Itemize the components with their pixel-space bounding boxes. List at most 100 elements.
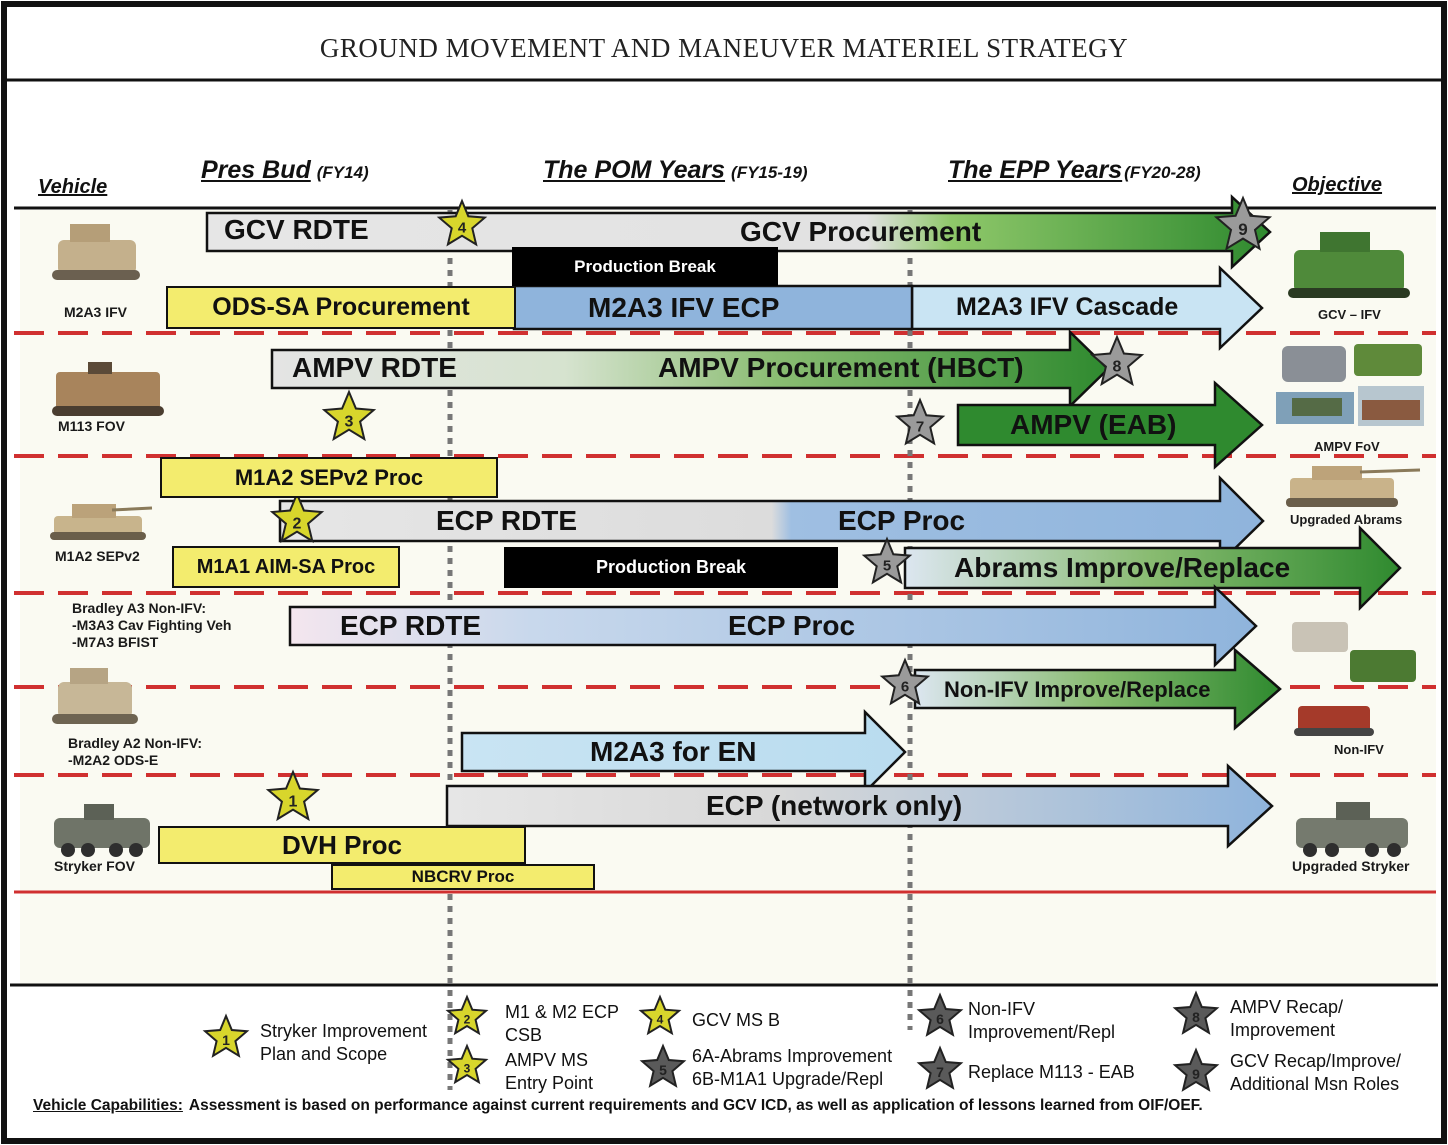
legend-s9b: Additional Msn Roles	[1230, 1074, 1400, 1094]
milestone-star-2-shape	[269, 491, 325, 544]
milestone-star-1: 1	[265, 769, 321, 822]
legend-s1b: Plan and Scope	[260, 1044, 388, 1064]
legend-star-6: 6	[916, 992, 964, 1037]
legend-s6: Non-IFV	[968, 999, 1036, 1019]
vehicle-bradley-a2: Bradley A2 Non-IFV: -M2A2 ODS-E	[68, 735, 202, 769]
gcv-arrow	[205, 194, 1272, 270]
legend-s3b: Entry Point	[505, 1073, 594, 1093]
production-break-2: Production Break	[504, 547, 838, 588]
milestone-star-8-number: 8	[1113, 358, 1122, 375]
vehicle-header: Vehicle	[38, 176, 108, 198]
legend-ecp-csb: M1 & M2 ECP CSB	[505, 1001, 619, 1047]
ampv-eab-label: AMPV (EAB)	[1010, 409, 1177, 440]
ods-sa-procurement-bar: ODS-SA Procurement	[166, 286, 516, 329]
dvh-proc-bar: DVH Proc	[158, 826, 526, 864]
m2a3-tank-icon	[52, 224, 140, 280]
vehicle-capabilities-note: Vehicle Capabilities:Assessment is based…	[33, 1097, 1203, 1115]
legend-star-9-number: 9	[1192, 1066, 1200, 1082]
bradley-a3-line1: Bradley A3 Non-IFV:	[72, 600, 207, 616]
m113-tank-icon	[52, 362, 164, 416]
milestone-star-9: 9	[1213, 195, 1273, 251]
legend-star-8-shape	[1172, 990, 1220, 1035]
legend-star-3-shape	[445, 1043, 489, 1085]
m2a3-ecp-label: M2A3 IFV ECP	[588, 292, 780, 323]
nonifv-icons	[1292, 622, 1416, 736]
legend-star-2-number: 2	[464, 1012, 471, 1026]
m2a3-cascade-arrow	[910, 265, 1264, 351]
nonifv-arrow	[913, 647, 1282, 731]
milestone-star-3: 3	[321, 389, 377, 442]
vehicle-m2a3: M2A3 IFV	[64, 304, 128, 320]
production-break-1: Production Break	[512, 247, 778, 286]
legend-star-3-number: 3	[464, 1061, 471, 1075]
objective-nonifv: Non-IFV	[1334, 742, 1384, 757]
milestone-star-7-number: 7	[916, 419, 924, 436]
legend-gcv-recap: GCV Recap/Improve/Additional Msn Roles	[1230, 1050, 1401, 1096]
objective-ampv: AMPV FoV	[1314, 439, 1380, 454]
abrams-ecp-proc-label: ECP Proc	[838, 505, 966, 536]
milestone-star-9-shape	[1213, 195, 1273, 251]
milestone-star-2-number: 2	[293, 515, 302, 532]
legend-s1: Stryker Improvement	[260, 1021, 428, 1041]
ampv-proc-arrow	[270, 329, 1110, 409]
bradley-a2-line1: Bradley A2 Non-IFV:	[68, 735, 203, 751]
m2a3-en-label: M2A3 for EN	[590, 736, 757, 767]
m1a2-sepv2-proc-bar: M1A2 SEPv2 Proc	[160, 457, 498, 498]
vehicle-m1a2: M1A2 SEPv2	[55, 548, 140, 564]
legend-star-9: 9	[1172, 1047, 1220, 1092]
vehicle-silhouettes	[50, 224, 164, 857]
bradley-a3-ecp-arrow	[288, 584, 1258, 668]
milestone-star-7-shape	[894, 397, 946, 446]
pres-bud-fy: (FY14)	[316, 163, 369, 182]
legend-s8b: Improvement	[1230, 1020, 1336, 1040]
legend-s3: AMPV MS	[505, 1050, 589, 1070]
ampv-eab-arrow	[956, 380, 1264, 470]
pom-fy: (FY15-19)	[731, 163, 808, 182]
legend-star-2-shape	[445, 994, 489, 1036]
m1a1-aim-sa-proc-bar: M1A1 AIM-SA Proc	[172, 546, 400, 588]
row-separators	[14, 331, 1436, 777]
legend-s2b: CSB	[505, 1025, 543, 1045]
legend-ampv-recap: AMPV Recap/Improvement	[1230, 996, 1343, 1042]
epp-header: The EPP Years(FY20-28)	[948, 156, 1201, 185]
legend-s2: M1 & M2 ECP	[505, 1002, 620, 1022]
upgraded-stryker-icon	[1296, 802, 1408, 857]
legend-star-4-shape	[638, 994, 682, 1036]
capabilities-label: Vehicle Capabilities:	[33, 1097, 183, 1114]
nonifv-label: Non-IFV Improve/Replace	[944, 677, 1211, 702]
milestone-star-4: 4	[436, 198, 488, 247]
legend-star-2: 2	[445, 994, 489, 1036]
milestone-star-5-shape	[861, 536, 913, 585]
abrams-improve-arrow	[903, 524, 1402, 612]
milestone-star-1-number: 1	[289, 793, 298, 810]
legend-star-9-shape	[1172, 1047, 1220, 1092]
upgraded-abrams-icon	[1286, 466, 1421, 507]
legend-star-5: 5	[639, 1043, 687, 1088]
legend-star-5-number: 5	[659, 1062, 667, 1078]
pres-bud-header: Pres Bud (FY14)	[201, 156, 369, 185]
gcv-rdte-label: GCV RDTE	[224, 214, 369, 245]
legend-s5b: 6B-M1A1 Upgrade/Repl	[692, 1069, 884, 1089]
legend-star-1-number: 1	[222, 1032, 230, 1048]
pom-header: The POM Years(FY15-19)	[543, 156, 808, 185]
pres-bud-label: Pres Bud	[201, 156, 311, 184]
legend-star-4-number: 4	[657, 1012, 664, 1026]
milestone-star-4-number: 4	[458, 220, 467, 237]
milestone-star-7: 7	[894, 397, 946, 446]
ampv-procurement-label: AMPV Procurement (HBCT)	[658, 352, 1024, 383]
m1a2-tank-icon	[50, 504, 153, 540]
nbcrv-proc-bar: NBCRV Proc	[331, 864, 595, 890]
legend-s9: GCV Recap/Improve/	[1230, 1051, 1402, 1071]
vehicle-bradley-a3: Bradley A3 Non-IFV: -M3A3 Cav Fighting V…	[72, 600, 231, 651]
legend-star-4: 4	[638, 994, 682, 1036]
objective-gcv: GCV – IFV	[1318, 307, 1381, 322]
network-ecp-label: ECP (network only)	[706, 790, 963, 821]
m2a3-cascade-label: M2A3 IFV Cascade	[956, 293, 1179, 321]
legend-star-8-number: 8	[1192, 1009, 1200, 1025]
milestone-star-6-shape	[879, 657, 931, 706]
legend-star-1-shape	[202, 1013, 250, 1058]
milestone-star-8: 8	[1089, 334, 1145, 387]
